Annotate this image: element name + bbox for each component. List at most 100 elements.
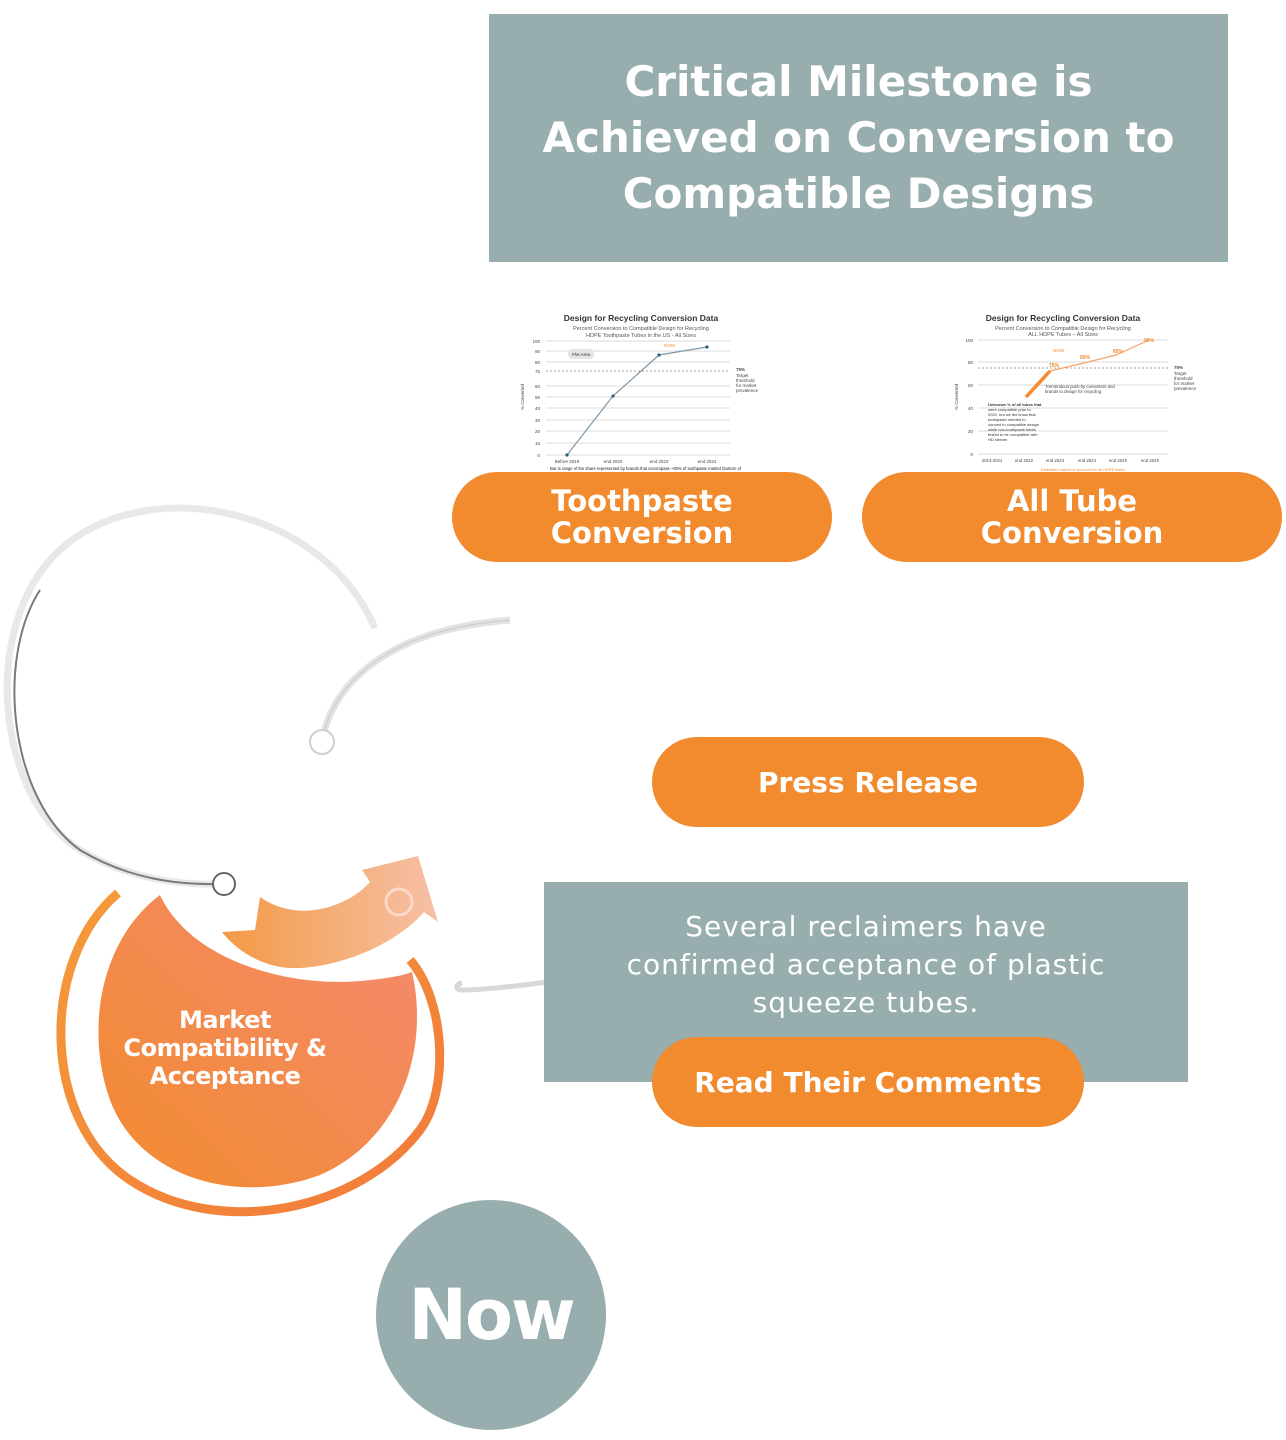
cycle-arrow (222, 856, 438, 969)
thumb1-point (611, 394, 615, 398)
svg-text:convert to compatible design: convert to compatible design (988, 422, 1039, 427)
faded-node-dot (309, 729, 335, 755)
svg-text:toothpaste needed to: toothpaste needed to (988, 417, 1026, 422)
arc-node-dot (212, 872, 236, 896)
thumb1-yticks: 100 90 80 75 60 50 40 30 20 10 0 (532, 339, 540, 458)
thumb2-title: Design for Recycling Conversion Data (986, 313, 1141, 323)
svg-text:HD stream: HD stream (988, 437, 1008, 442)
thumb2-subtitle1: Percent Conversion to Compatible Design … (995, 326, 1131, 332)
thumb2-push-segment (1024, 369, 1052, 399)
svg-text:75%: 75% (1049, 363, 1060, 369)
svg-text:end 2020: end 2020 (604, 459, 623, 464)
svg-text:40: 40 (968, 406, 974, 411)
svg-text:end 2024: end 2024 (698, 459, 717, 464)
faded-arc-outer (3, 504, 379, 888)
svg-text:brands to design for recycling: brands to design for recycling (1045, 389, 1102, 394)
thumb1-xticks: Before 2019 end 2020 end 2023 end 2024 (555, 459, 717, 464)
market-compatibility-segment (98, 895, 418, 1188)
svg-text:end 2024: end 2024 (1078, 458, 1097, 463)
svg-text:while non-toothpaste tubes: while non-toothpaste tubes (988, 427, 1036, 432)
svg-text:Target: Target (1174, 371, 1187, 376)
thumb1-target-note: 75% Target threshold for market prevalen… (736, 367, 759, 393)
svg-text:90%: 90% (1144, 338, 1155, 344)
title-banner: Critical Milestone is Achieved on Conver… (489, 14, 1228, 262)
svg-text:tested to be compatible with: tested to be compatible with (988, 432, 1038, 437)
thumb1-point (657, 353, 661, 357)
svg-text:80: 80 (535, 360, 541, 365)
thumb2-gridlines (978, 339, 1168, 455)
svg-text:0: 0 (537, 453, 540, 458)
thumb1-plot-area-tag (568, 349, 594, 359)
svg-text:75%: 75% (1174, 365, 1183, 370)
svg-text:Before 2019: Before 2019 (555, 459, 580, 464)
faded-arc-inner (318, 616, 511, 743)
thumb1-ylabel: % Converted (520, 383, 525, 410)
svg-text:2013-2021: 2013-2021 (982, 458, 1003, 463)
page-title: Critical Milestone is Achieved on Conver… (542, 57, 1175, 218)
svg-text:75%: 75% (736, 367, 745, 372)
svg-text:end 2022: end 2022 (1015, 458, 1034, 463)
toothpaste-chart-thumbnail[interactable]: Design for Recycling Conversion Data Per… (508, 305, 778, 485)
svg-text:for market: for market (736, 383, 757, 388)
svg-text:75: 75 (535, 369, 541, 374)
svg-text:2022, but we did know that: 2022, but we did know that (988, 412, 1036, 417)
reclaimers-note-text: Several reclaimers have confirmed accept… (626, 910, 1106, 1019)
press-release-button[interactable]: Press Release (652, 737, 1084, 827)
connector-line (454, 979, 547, 993)
now-label: Now (408, 1274, 575, 1356)
svg-text:60: 60 (968, 383, 974, 388)
svg-text:90: 90 (535, 349, 541, 354)
svg-text:80%: 80% (1080, 355, 1091, 361)
svg-text:end 2025: end 2025 (1141, 458, 1160, 463)
svg-text:80: 80 (968, 360, 974, 365)
svg-text:20: 20 (535, 429, 541, 434)
orange-ring (56, 889, 445, 1217)
thumb1-series-line (566, 346, 708, 456)
svg-text:0: 0 (970, 452, 973, 457)
alltube-chart-thumbnail[interactable]: Design for Recycling Conversion Data Per… (948, 305, 1228, 485)
svg-text:Target: Target (736, 373, 749, 378)
thumb1-plot-area-label: Plot Area (572, 352, 591, 357)
grey-arc-line (13, 589, 223, 886)
alltube-conversion-button[interactable]: All Tube Conversion (862, 472, 1282, 562)
svg-text:50: 50 (535, 395, 541, 400)
thumb1-title: Design for Recycling Conversion Data (564, 313, 719, 323)
faded-arc-inner-line (321, 619, 511, 743)
svg-text:20: 20 (968, 429, 974, 434)
svg-text:for market: for market (1174, 381, 1195, 386)
thumb1-point (705, 345, 709, 349)
svg-text:prevalence: prevalence (736, 388, 759, 393)
thumb2-footnote: Estimated values to account for all HDPE… (1041, 467, 1125, 472)
thumb2-series-line (1049, 339, 1150, 372)
thumb1-footnote: Bar is range of the share represented by… (550, 466, 742, 471)
thumb2-now-label: NOW (1053, 348, 1065, 353)
thumb1-point (565, 453, 569, 457)
thumb2-side-note: Unknown % of all tubes that were compati… (988, 402, 1042, 442)
toothpaste-conversion-button[interactable]: Toothpaste Conversion (452, 472, 832, 562)
svg-text:60: 60 (535, 384, 541, 389)
thumb2-yticks: 100 80 60 40 20 0 (965, 338, 973, 457)
thumb2-xticks: 2013-2021 end 2022 end 2023 end 2024 end… (982, 458, 1160, 463)
svg-text:prevalence: prevalence (1174, 386, 1197, 391)
toothpaste-chart-image: Design for Recycling Conversion Data Per… (520, 313, 759, 471)
svg-text:Tremendous push by converters: Tremendous push by converters and (1045, 384, 1115, 389)
thumb1-subtitle1: Percent Conversion to Compatible Design … (573, 326, 709, 332)
thumb1-now-label: NOW (664, 343, 676, 348)
thumb2-annotation: Tremendous push by converters and brands… (1045, 384, 1115, 394)
alltube-chart-image: Design for Recycling Conversion Data Per… (954, 313, 1197, 472)
thumb2-ylabel: % Converted (954, 383, 959, 410)
svg-text:100: 100 (965, 338, 973, 343)
svg-text:were compatible prior to: were compatible prior to (988, 407, 1031, 412)
thumb1-subtitle2: HDPE Toothpaste Tubes in the US - All Si… (586, 333, 696, 339)
svg-text:end 2023: end 2023 (650, 459, 669, 464)
svg-text:Unknown % of all tubes that: Unknown % of all tubes that (988, 402, 1042, 407)
thumb2-target-note: 75% Target threshold for market prevalen… (1174, 365, 1197, 391)
now-badge: Now (376, 1200, 606, 1430)
cycle-diagram (3, 504, 547, 1217)
read-comments-button[interactable]: Read Their Comments (652, 1037, 1084, 1127)
thumb2-point-labels: 75% 80% 85% 90% (1049, 338, 1155, 369)
arrow-node-dot (384, 887, 414, 917)
svg-text:10: 10 (535, 441, 541, 446)
svg-text:threshold: threshold (736, 378, 755, 383)
svg-text:100: 100 (532, 339, 540, 344)
